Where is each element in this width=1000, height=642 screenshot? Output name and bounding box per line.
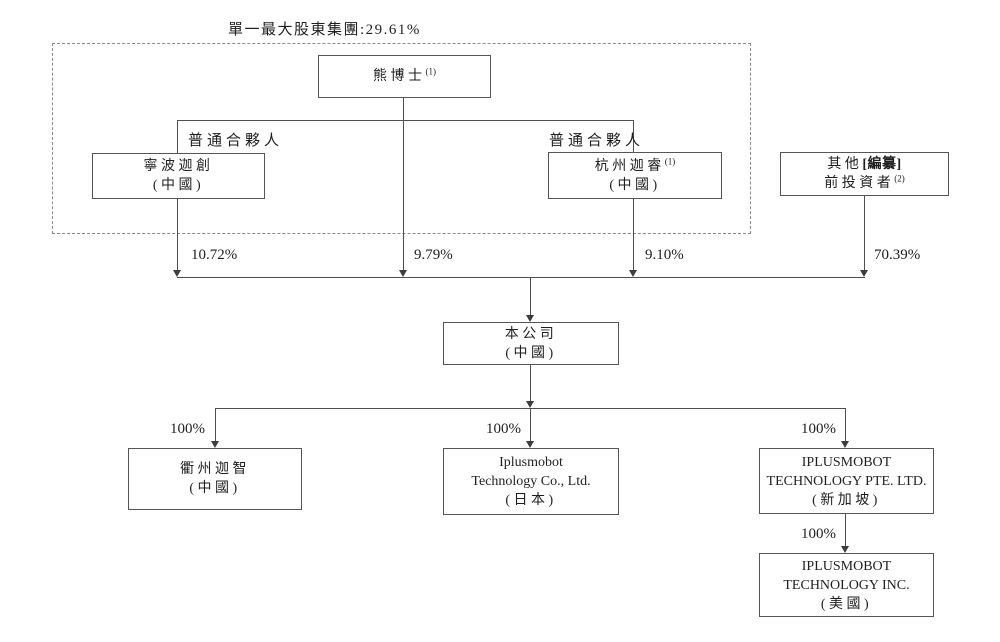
entity-box-other-pre-investors: 其他[編纂] 前投資者(2)	[780, 152, 949, 196]
footnote-ref-1: (1)	[425, 66, 437, 77]
footnote-ref-1: (1)	[664, 155, 676, 166]
shareholder-group-dashed-frame	[52, 43, 751, 234]
entity-name: 本公司	[504, 326, 558, 342]
entity-name: 熊博士(1)	[373, 66, 437, 84]
pct-quzhou: 100%	[170, 421, 205, 437]
connector-gp-branch	[177, 120, 634, 121]
pct-usa: 100%	[801, 526, 836, 542]
gp-label-left: 普通合夥人	[188, 133, 284, 149]
entity-region: (新加坡)	[812, 492, 881, 508]
arrowhead-usa-icon	[841, 546, 849, 553]
entity-box-company: 本公司 (中國)	[443, 322, 619, 365]
connector-collector-top	[177, 277, 865, 278]
entity-name: 杭州迦睿(1)	[594, 155, 676, 174]
largest-shareholder-group-title: 單一最大股東集團:29.61%	[228, 22, 421, 38]
connector-other-down	[864, 194, 865, 271]
connector-to-company	[530, 277, 531, 316]
arrowhead-ningbo-icon	[173, 270, 181, 277]
pct-other: 70.39%	[874, 247, 921, 263]
pct-singapore: 100%	[801, 421, 836, 437]
entity-name: 衢州迦智	[180, 462, 250, 477]
arrowhead-quzhou-icon	[211, 441, 219, 448]
pct-japan: 100%	[486, 421, 521, 437]
entity-box-quzhou: 衢州迦智 (中國)	[128, 448, 302, 510]
entity-name: 寧波迦創	[143, 159, 214, 174]
entity-region: (中國)	[609, 177, 661, 193]
entity-box-ningbo: 寧波迦創 (中國)	[92, 153, 265, 199]
entity-name-line2: 前投資者(2)	[824, 173, 905, 191]
entity-region: (中國)	[152, 178, 205, 193]
arrowhead-japan-icon	[526, 441, 534, 448]
pct-ningbo: 10.72%	[191, 247, 238, 263]
entity-box-xiong: 熊博士(1)	[318, 55, 491, 98]
entity-name-line2: Technology Co., Ltd.	[471, 474, 591, 489]
entity-box-hangzhou: 杭州迦睿(1) (中國)	[548, 152, 722, 199]
arrowhead-singapore-icon	[841, 441, 849, 448]
entity-region: (中國)	[189, 481, 241, 496]
entity-region: (美國)	[820, 596, 873, 612]
connector-usa-down	[845, 512, 846, 547]
pct-hangzhou: 9.10%	[645, 247, 684, 263]
gp-label-right: 普通合夥人	[549, 133, 645, 149]
arrowhead-company-icon	[526, 315, 534, 322]
entity-name-line2: TECHNOLOGY PTE. LTD.	[766, 473, 927, 489]
entity-region: (中國)	[505, 345, 557, 361]
connector-japan-down	[530, 408, 531, 442]
entity-name: 其他[編纂]	[827, 157, 902, 172]
entity-box-singapore: IPLUSMOBOT TECHNOLOGY PTE. LTD. (新加坡)	[759, 448, 934, 514]
connector-company-down	[530, 363, 531, 402]
pct-xiong: 9.79%	[414, 247, 453, 263]
arrowhead-xiong-icon	[399, 270, 407, 277]
connector-quzhou-down	[215, 408, 216, 442]
entity-name: IPLUSMOBOT	[801, 558, 892, 574]
redacted-tag: [編纂]	[862, 157, 902, 172]
connector-xiong-down	[403, 96, 404, 271]
arrowhead-hangzhou-icon	[629, 270, 637, 277]
arrowhead-other-icon	[860, 270, 868, 277]
entity-name: IPLUSMOBOT	[801, 454, 892, 470]
entity-name: Iplusmobot	[499, 455, 563, 470]
entity-name-line2: TECHNOLOGY INC.	[783, 577, 910, 593]
footnote-ref-2: (2)	[894, 173, 905, 184]
arrowhead-company-out-icon	[526, 401, 534, 408]
entity-region: (日本)	[505, 493, 557, 508]
entity-box-japan: Iplusmobot Technology Co., Ltd. (日本)	[443, 448, 619, 515]
connector-singapore-down	[845, 408, 846, 442]
entity-box-usa: IPLUSMOBOT TECHNOLOGY INC. (美國)	[759, 553, 934, 617]
